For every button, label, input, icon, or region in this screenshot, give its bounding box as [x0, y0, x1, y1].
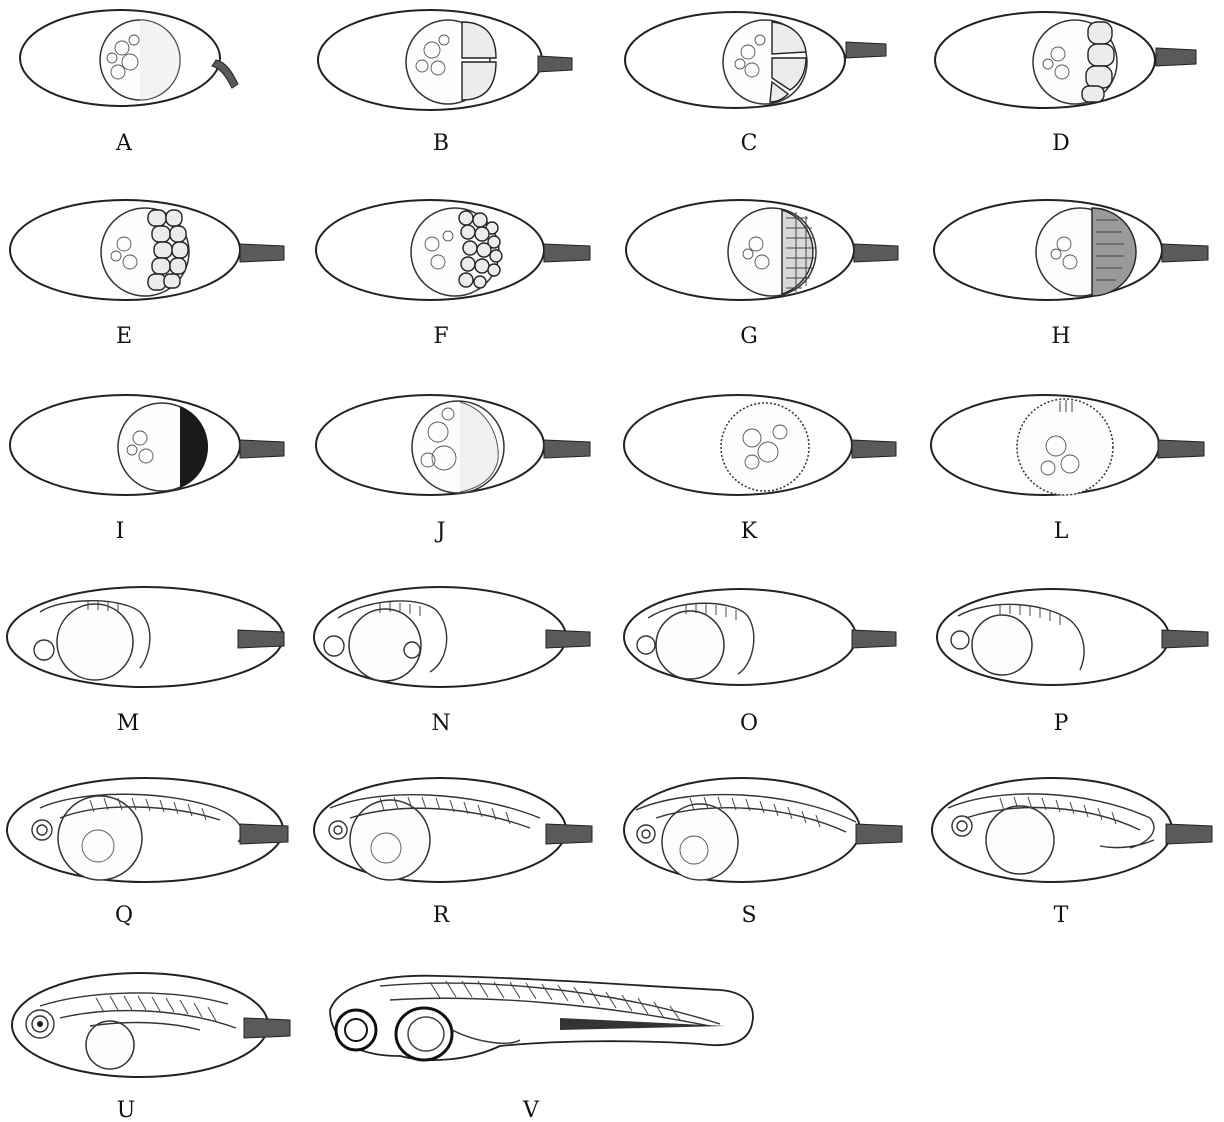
panel-label-s: S: [741, 903, 756, 928]
panel-label-q: Q: [115, 903, 133, 928]
panel-label-m: M: [117, 711, 140, 736]
panel-p: P: [937, 589, 1208, 736]
panel-b: B: [318, 10, 572, 156]
panel-label-c: C: [741, 131, 758, 156]
panel-label-b: B: [433, 131, 449, 156]
panel-label-h: H: [1051, 324, 1070, 349]
panel-label-o: O: [740, 711, 758, 736]
panel-e: E: [10, 200, 284, 349]
panel-label-r: R: [433, 903, 451, 928]
panel-label-g: G: [740, 324, 758, 349]
panel-label-i: I: [116, 519, 125, 544]
panel-h: H: [934, 200, 1208, 349]
panel-label-t: T: [1054, 903, 1069, 928]
panel-s: S: [624, 778, 902, 928]
panel-g: G: [626, 200, 898, 349]
panel-label-a: A: [115, 131, 133, 156]
panel-label-k: K: [741, 519, 758, 544]
panel-f: F: [316, 200, 590, 349]
panel-v: V: [330, 976, 753, 1122]
panel-label-p: P: [1054, 711, 1069, 736]
panel-j: J: [316, 395, 590, 544]
panel-n: N: [314, 587, 590, 736]
panel-m: M: [7, 587, 284, 736]
panel-c: C: [625, 12, 886, 156]
panel-t: T: [932, 778, 1212, 928]
panel-o: O: [624, 589, 896, 736]
panel-d: D: [935, 12, 1196, 156]
panel-label-f: F: [433, 324, 448, 349]
panel-r: R: [314, 778, 592, 928]
panel-a: A: [20, 10, 238, 156]
panel-u: U: [12, 973, 290, 1122]
panel-i: I: [10, 395, 284, 544]
panel-label-v: V: [522, 1098, 540, 1122]
panel-k: K: [624, 395, 896, 544]
panel-label-n: N: [431, 711, 450, 736]
panel-label-l: L: [1054, 519, 1069, 544]
panel-label-e: E: [116, 324, 132, 349]
panel-q: Q: [7, 778, 288, 928]
panel-label-u: U: [117, 1098, 136, 1122]
panel-label-d: D: [1052, 131, 1070, 156]
panel-label-j: J: [435, 519, 446, 544]
panel-l: L: [931, 395, 1204, 544]
